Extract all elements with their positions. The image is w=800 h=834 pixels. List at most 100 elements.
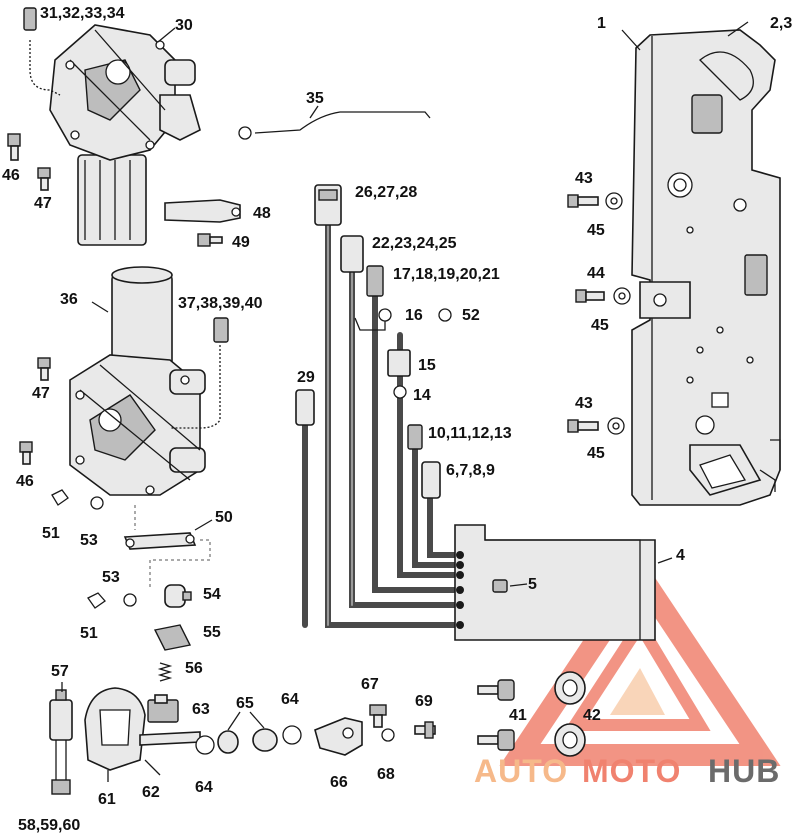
bracket-66 xyxy=(314,717,363,756)
callout-46-mid: 46 xyxy=(16,473,34,490)
callout-43-bottom: 43 xyxy=(575,395,593,412)
callout-44: 44 xyxy=(587,265,605,282)
callout-14: 14 xyxy=(413,387,431,404)
callout-47-top: 47 xyxy=(34,195,52,212)
bushing-65 xyxy=(217,728,278,754)
terminal-14 xyxy=(393,385,407,399)
callout-1: 1 xyxy=(597,15,606,32)
plate-61 xyxy=(84,687,201,771)
callout-61: 61 xyxy=(98,791,116,808)
bolt-69 xyxy=(414,721,436,739)
stud-41 xyxy=(477,679,515,751)
washer-64-right xyxy=(282,725,302,745)
fuse-holder-15 xyxy=(387,349,411,377)
washer-53-top xyxy=(90,496,104,510)
callout-58-60: 58,59,60 xyxy=(18,817,80,834)
bolt-43-bottom xyxy=(567,417,625,435)
block-63 xyxy=(147,694,179,723)
watermark-text: AUTO MOTO HUB xyxy=(474,753,779,789)
connector-17-21 xyxy=(366,265,384,297)
callout-57: 57 xyxy=(51,663,69,680)
bolt-49 xyxy=(197,233,223,247)
wiring-harness xyxy=(302,217,463,628)
ball-joint-54 xyxy=(164,584,192,608)
callout-68: 68 xyxy=(377,766,395,783)
callout-45-mid: 45 xyxy=(591,317,609,334)
callout-10-13: 10,11,12,13 xyxy=(428,425,512,442)
callout-51-mid: 51 xyxy=(80,625,98,642)
callout-49: 49 xyxy=(232,234,250,251)
callout-52: 52 xyxy=(462,307,480,324)
callout-48: 48 xyxy=(253,205,271,222)
bolt-46-mid xyxy=(19,441,33,465)
svg-text:MOTO: MOTO xyxy=(582,753,681,789)
callout-69: 69 xyxy=(415,693,433,710)
actuator-top xyxy=(49,24,201,246)
callout-50: 50 xyxy=(215,509,233,526)
control-box-4 xyxy=(454,524,656,641)
svg-text:AUTO: AUTO xyxy=(474,753,568,789)
connector-22-25 xyxy=(340,235,364,273)
callout-29: 29 xyxy=(297,369,315,386)
callout-2-3: 2,3 xyxy=(770,15,792,32)
connector-10-13 xyxy=(407,424,423,450)
bolt-44 xyxy=(575,287,631,305)
callout-35: 35 xyxy=(306,90,324,107)
callout-26-28: 26,27,28 xyxy=(355,184,417,201)
callout-47-mid: 47 xyxy=(32,385,50,402)
actuator-mid xyxy=(69,266,206,496)
callout-53-mid: 53 xyxy=(102,569,120,586)
callout-5: 5 xyxy=(528,576,537,593)
bolt-47-top xyxy=(37,167,51,191)
callout-15: 15 xyxy=(418,357,436,374)
callout-30: 30 xyxy=(175,17,193,34)
callout-62: 62 xyxy=(142,784,160,801)
callout-53-top: 53 xyxy=(80,532,98,549)
callout-55: 55 xyxy=(203,624,221,641)
callout-43-top: 43 xyxy=(575,170,593,187)
callout-56: 56 xyxy=(185,660,203,677)
connector-6-9 xyxy=(421,461,441,499)
callout-4: 4 xyxy=(676,547,685,564)
callout-41: 41 xyxy=(509,707,527,724)
clamp-48 xyxy=(164,199,241,223)
callout-46-top: 46 xyxy=(2,167,20,184)
rod-35 xyxy=(238,111,431,140)
callout-45-bottom: 45 xyxy=(587,445,605,462)
callout-67: 67 xyxy=(361,676,379,693)
callout-54: 54 xyxy=(203,586,221,603)
callout-64-left: 64 xyxy=(195,779,213,796)
bracket-plate xyxy=(631,29,781,506)
washer-64-left xyxy=(195,735,215,755)
watermark-logo xyxy=(499,555,781,766)
connector-29 xyxy=(295,389,315,426)
grommet-42 xyxy=(554,671,586,757)
bolt-47-mid xyxy=(37,357,51,381)
washer-53-mid xyxy=(123,593,137,607)
callout-63: 63 xyxy=(192,701,210,718)
connector-26-28 xyxy=(314,184,342,226)
callout-66: 66 xyxy=(330,774,348,791)
callout-37-40: 37,38,39,40 xyxy=(178,295,263,312)
clip-51-top xyxy=(51,489,69,506)
callout-51-top: 51 xyxy=(42,525,60,542)
callout-16: 16 xyxy=(405,307,423,324)
callout-36: 36 xyxy=(60,291,78,308)
link-rod-50 xyxy=(123,532,197,550)
pin-62 xyxy=(144,759,161,776)
bolt-46-top xyxy=(7,133,21,161)
socket-55 xyxy=(153,624,192,651)
callout-17-21: 17,18,19,20,21 xyxy=(393,266,500,283)
clip-51-mid xyxy=(87,592,106,609)
bolt-43-top xyxy=(567,192,623,210)
washer-52 xyxy=(438,308,452,322)
callout-42: 42 xyxy=(583,707,601,724)
callout-45-top: 45 xyxy=(587,222,605,239)
bolt-67 xyxy=(369,704,387,728)
callout-64-right: 64 xyxy=(281,691,299,708)
sensor-57 xyxy=(49,689,73,795)
callout-22-25: 22,23,24,25 xyxy=(372,235,457,252)
callout-31-34: 31,32,33,34 xyxy=(40,5,125,22)
callout-65: 65 xyxy=(236,695,254,712)
